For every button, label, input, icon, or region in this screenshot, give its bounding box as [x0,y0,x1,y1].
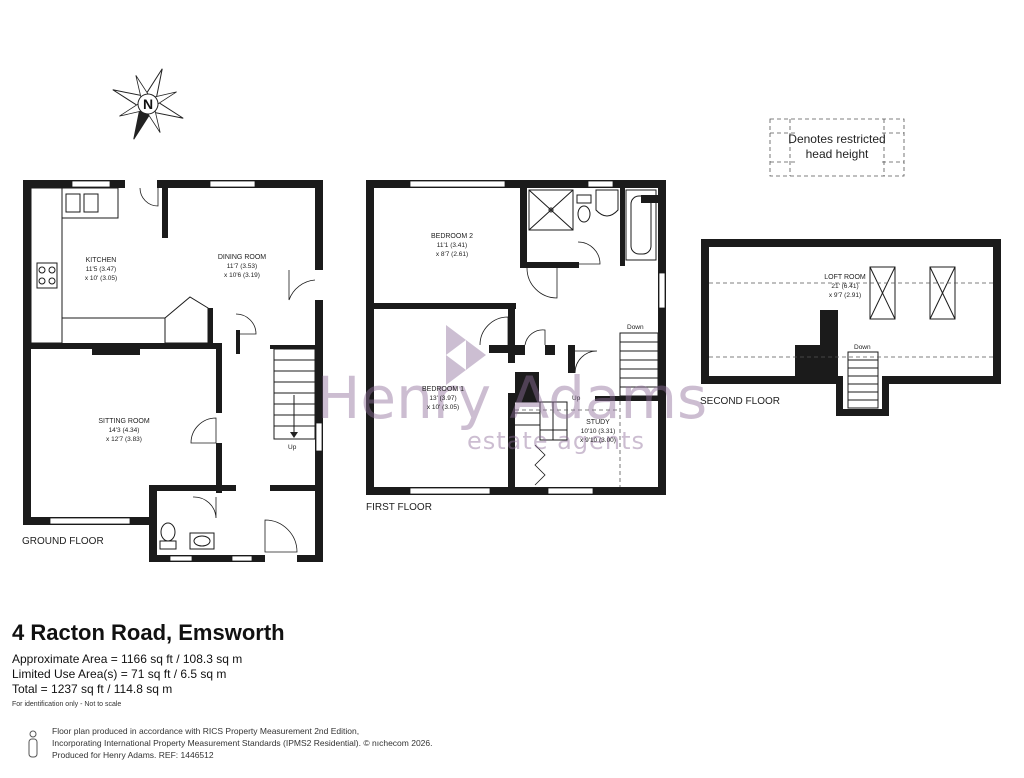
first-floor-plan: Down Up [366,180,666,495]
dining-dim-2: x 10'6 (3.19) [224,272,260,279]
first-floor-label: FIRST FLOOR [366,502,432,513]
sitting-dim-2: x 12'7 (3.83) [106,436,142,443]
bedroom1-name: BEDROOM 1 [422,386,464,393]
watermark-line-1: Henry Adams [317,364,707,432]
compass-rose: N [112,68,184,140]
footer-line-1: Floor plan produced in accordance with R… [52,726,360,736]
loft-stairs-down-label: Down [854,344,871,351]
study-dim-2: x 9'10 (3.00) [580,437,616,444]
bedroom1-dim-1: 13' (3.97) [429,395,456,402]
loft-dim-2: x 9'7 (2.91) [829,292,861,299]
sitting-dim-1: 14'3 (4.34) [109,427,140,434]
legend-line-2: head height [806,147,869,161]
first-stairs-down-label: Down [627,324,644,331]
sitting-name: SITTING ROOM [98,418,150,425]
loft-name: LOFT ROOM [824,274,866,281]
ground-floor-plan: Up [23,180,323,562]
total-area: Total = 1237 sq ft / 114.8 sq m [12,682,173,696]
agent-watermark: Henry Adams estate agents [317,325,707,455]
property-info: 4 Racton Road, Emsworth Approximate Area… [12,620,612,708]
compass-north-letter: N [143,96,153,112]
legend-line-1: Denotes restricted [788,132,885,146]
restricted-height-legend: Denotes restricted head height [769,118,905,177]
footer-line-2-row: Incorporating International Property Mea… [52,737,432,749]
study-dim-1: 10'10 (3.31) [581,428,616,435]
ground-stairs-up-label: Up [288,444,297,451]
kitchen-dim-2: x 10' (3.05) [85,275,117,282]
kitchen-dim-1: 11'5 (3.47) [86,266,116,273]
ground-floor-label: GROUND FLOOR [22,536,104,547]
person-scale-icon [28,730,38,758]
dining-dim-1: 11'7 (3.53) [227,263,257,270]
footer-ref: REF: 1446512 [158,750,214,760]
watermark-line-2: estate agents [467,427,645,455]
footer-line-2: Incorporating International Property Mea… [52,738,361,748]
bedroom2-dim-1: 11'1 (3.41) [437,242,467,249]
bedroom2-dim-2: x 8'7 (2.61) [436,251,468,258]
footer-line-3-row: Produced for Henry Adams. REF: 1446512 [52,749,432,761]
identification-note: For identification only - Not to scale [12,701,122,708]
study-stairs-up-label: Up [572,395,581,402]
dining-name: DINING ROOM [218,254,266,261]
bedroom2-name: BEDROOM 2 [431,233,473,240]
approximate-area: Approximate Area = 1166 sq ft / 108.3 sq… [12,652,243,666]
footer-copyright: © nıchecom 2026. [363,738,433,748]
footer-line-3: Produced for Henry Adams. [52,750,157,760]
property-title: 4 Racton Road, Emsworth [12,620,285,645]
second-floor-label: SECOND FLOOR [700,396,780,407]
study-name: STUDY [586,419,610,426]
loft-dim-1: 21' (6.41) [831,283,858,290]
footer: Floor plan produced in accordance with R… [52,725,432,761]
limited-use-area: Limited Use Area(s) = 71 sq ft / 6.5 sq … [12,667,227,681]
bedroom1-dim-2: x 10' (3.05) [427,404,459,411]
second-floor-plan: Down [701,239,1001,416]
kitchen-name: KITCHEN [86,257,117,264]
